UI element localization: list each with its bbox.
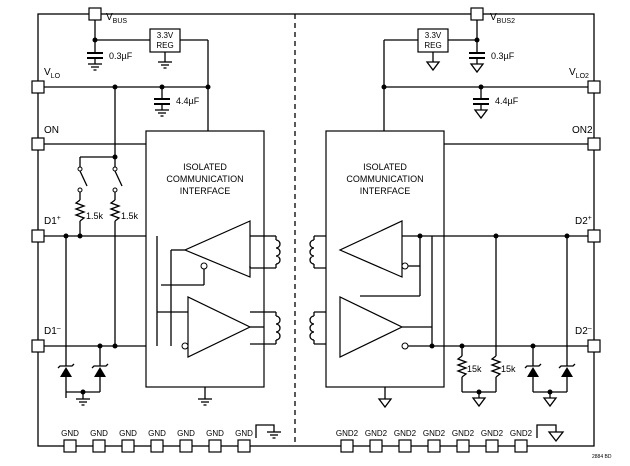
figure-code: 2884 BD [592,454,612,460]
gnd2-label: GND2 [481,429,504,438]
resistor-15k-b [490,355,502,378]
package-outline [37,13,595,447]
tvs-diode-1 [60,367,72,377]
d1-plus-label: D1+ [44,215,61,227]
left-block-line1: ISOLATED [183,162,227,172]
tvs-diode-2 [94,367,106,377]
d1-plus-pin [31,229,45,243]
vlo2-pin [587,80,601,94]
right-block-ground [377,398,393,409]
gnd2-label: GND2 [394,429,417,438]
res1-value: 1.5k [86,211,104,221]
vbus-pin [88,7,102,21]
vlo-label: VLO [44,67,61,80]
gnd-pins-left [63,439,251,453]
gnd2-label: GND2 [510,429,533,438]
vbus-label: VBUS [106,12,127,25]
resistor-15k-a [456,355,468,378]
res2-value: 1.5k [121,211,139,221]
cap1-value: 0.3µF [109,51,133,61]
left-block-line2: COMMUNICATION [166,174,243,184]
left-block-line3: INTERFACE [180,186,231,196]
gnd2-label: GND2 [423,429,446,438]
left-receiver-amp [183,220,251,278]
right-transformer-upper [309,239,315,265]
right-receiver-amp [339,296,404,358]
gnd-label: GND [177,429,195,438]
right-transformer-lower [309,315,315,341]
cap2-value: 4.4µF [176,96,200,106]
tvs-diode-3 [527,367,539,377]
gnd-label: GND [61,429,79,438]
on2-label: ON2 [572,125,593,136]
on-label: ON [44,125,59,136]
on-pin [31,137,45,151]
left-transformer-lower [275,315,281,341]
ground-symbol [547,431,565,443]
on2-pin [587,137,601,151]
vlo-pin [31,80,45,94]
gnd-label: GND [119,429,137,438]
d2-minus-pin [587,339,601,353]
resistor-1-5k-b [109,199,121,222]
right-block-line3: INTERFACE [360,186,411,196]
vbus2-pin [470,7,484,21]
gnd2-label: GND2 [365,429,388,438]
gnd-label: GND [90,429,108,438]
right-block-line2: COMMUNICATION [346,174,423,184]
right-driver-amp [338,220,403,278]
right-cap1-value: 0.3µF [491,51,515,61]
right-reg-label-line2: REG [424,41,441,50]
gnd-label: GND [148,429,166,438]
left-driver-amp [187,296,252,358]
d2-plus-pin [587,229,601,243]
switch-2 [114,170,123,187]
vbus2-label: VBUS2 [490,12,515,25]
reg-label-line1: 3.3V [157,31,174,40]
d1-minus-label: D1– [44,325,61,337]
right-block-line1: ISOLATED [363,162,407,172]
d1-minus-pin [31,339,45,353]
gnd2-pins-right [340,439,528,453]
gnd2-label: GND2 [336,429,359,438]
left-transformer-upper [275,239,281,265]
right-reg-label-line1: 3.3V [425,31,442,40]
right-res2-value: 15k [501,364,516,374]
d2-minus-label: D2– [575,325,592,337]
vlo2-label: VLO2 [569,67,589,80]
d2-plus-label: D2+ [575,215,592,227]
right-res1-value: 15k [467,364,482,374]
gnd-label: GND [206,429,224,438]
switch-1 [79,170,88,187]
gnd2-label: GND2 [452,429,475,438]
resistor-1-5k-a [74,199,86,222]
reg-label-line2: REG [156,41,173,50]
tvs-diode-4 [561,367,573,377]
gnd-label: GND [235,429,253,438]
right-cap2-value: 4.4µF [495,96,519,106]
